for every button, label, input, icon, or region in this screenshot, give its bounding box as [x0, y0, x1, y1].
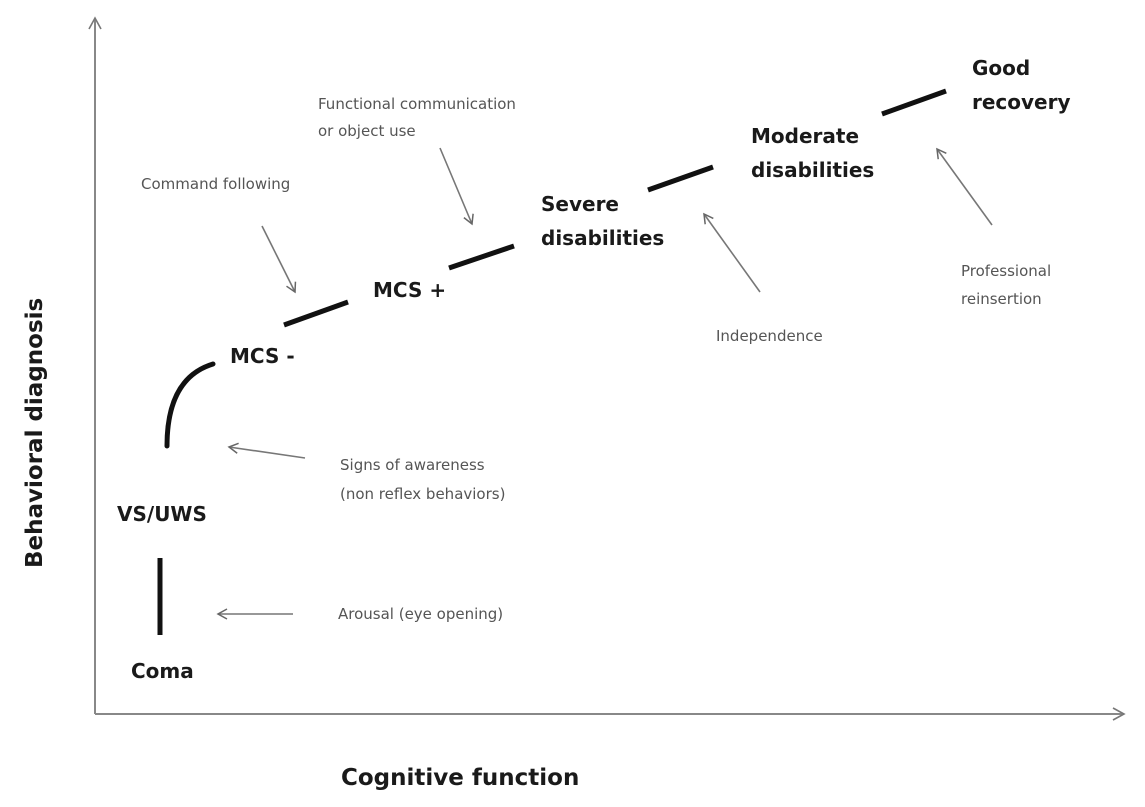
y-axis-title: Behavioral diagnosis: [22, 298, 48, 568]
arrow-signs-of-awareness: [227, 442, 306, 459]
arrow-independence: [703, 212, 761, 293]
state-label-good-line2: recovery: [972, 90, 1071, 114]
transition-label-awareness: Signs of awareness: [340, 456, 485, 474]
x-axis-title: Cognitive function: [341, 765, 579, 791]
state-label-vs-uws: VS/UWS: [117, 502, 207, 526]
transition-label-awareness-line2: (non reflex behaviors): [340, 485, 505, 503]
segment-mcs-plus-severe: [448, 243, 515, 271]
state-label-mcs-minus: MCS -: [230, 344, 295, 368]
state-label-moderate: Moderate: [751, 124, 859, 148]
state-label-mcs-plus: MCS +: [373, 278, 446, 302]
transition-label-independence: Independence: [716, 327, 823, 345]
transition-label-functional: Functional communication: [318, 95, 516, 113]
transition-label-professional-line2: reinsertion: [961, 290, 1042, 308]
transition-label-arousal: Arousal (eye opening): [338, 605, 503, 623]
state-label-severe: Severe: [541, 192, 619, 216]
arrow-professional-reinsertion: [936, 147, 993, 226]
arrow-command-following: [261, 225, 297, 294]
state-label-good: Good: [972, 56, 1030, 80]
transition-label-functional-line2: or object use: [318, 122, 416, 140]
segment-moderate-good: [881, 88, 947, 117]
arrow-functional-communication: [439, 147, 474, 226]
segment-mcs-minus-plus: [283, 299, 349, 328]
state-label-severe-line2: disabilities: [541, 226, 664, 250]
transition-label-command: Command following: [141, 175, 290, 193]
state-label-moderate-line2: disabilities: [751, 158, 874, 182]
state-label-coma: Coma: [131, 659, 194, 683]
segment-severe-moderate: [647, 164, 714, 193]
segment-vs-mcs-minus: [164, 361, 216, 449]
transition-label-professional: Professional: [961, 262, 1051, 280]
